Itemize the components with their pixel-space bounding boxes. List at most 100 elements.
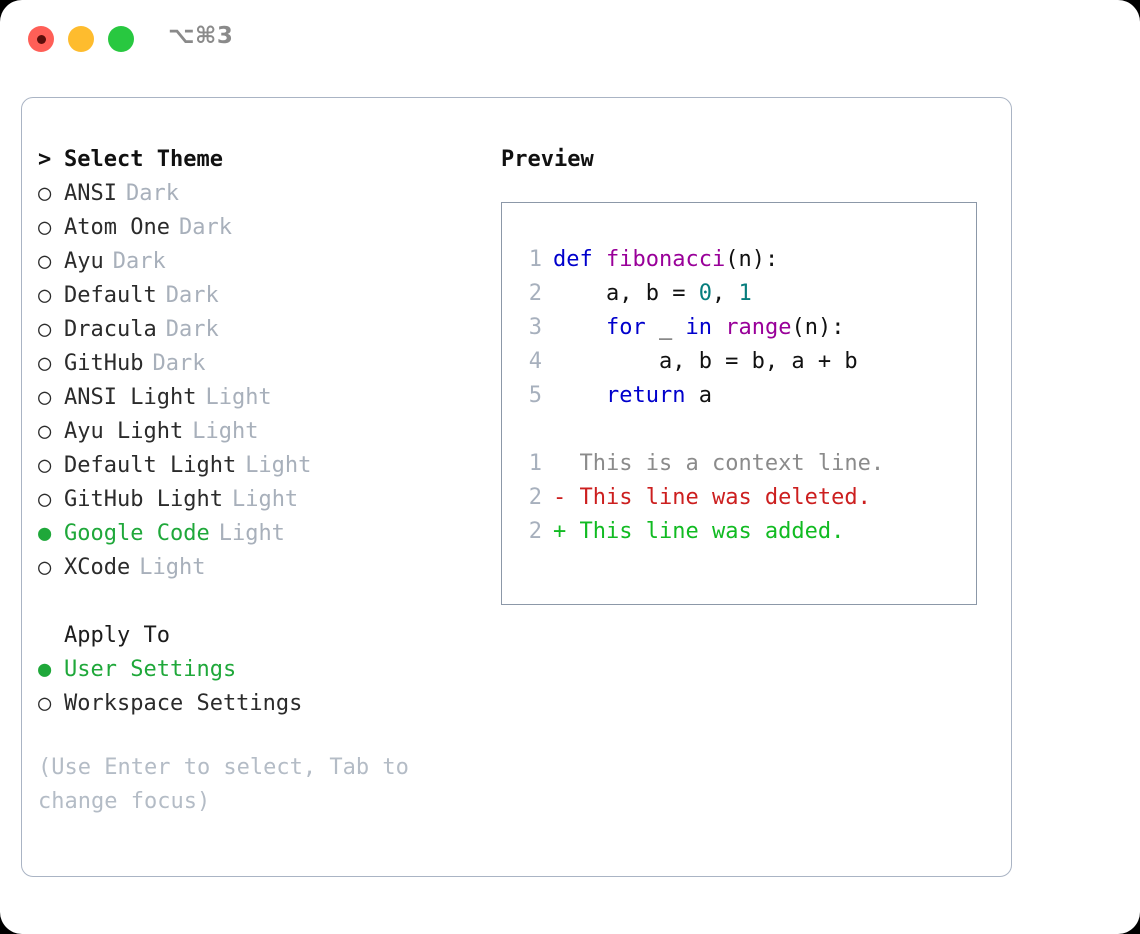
preview-gap [516, 413, 976, 447]
code-token [712, 315, 725, 340]
theme-name: Ayu Light [64, 419, 184, 444]
diff-text: This is a context line. [579, 451, 885, 476]
theme-name: Atom One [64, 215, 170, 240]
code-token: _ [645, 315, 686, 340]
radio-unselected-icon[interactable]: ○ [38, 317, 52, 342]
code-token: in [685, 315, 712, 340]
theme-option-xcode-light[interactable]: ○ XCode Light [38, 551, 478, 585]
code-line: 2 a, b = 0, 1 [516, 277, 976, 311]
theme-list-header: > Select Theme [38, 143, 478, 177]
theme-name: ANSI Light [64, 385, 197, 410]
keyboard-hint-text: (Use Enter to select, Tab to change focu… [38, 755, 409, 814]
diff-sign: + [553, 519, 567, 544]
diff-sign: - [553, 485, 567, 510]
apply-to-group: ● User Settings ○Workspace Settings [38, 653, 478, 721]
code-token: for [605, 315, 646, 340]
minimize-icon[interactable] [68, 26, 94, 52]
diff-text: This line was added. [579, 519, 845, 544]
list-spacer [38, 585, 478, 619]
code-token: def [553, 247, 606, 272]
radio-unselected-icon[interactable]: ○ [38, 181, 52, 206]
traffic-light-controls [28, 26, 134, 52]
theme-option-ayu-light[interactable]: ○ Ayu Light Light [38, 415, 478, 449]
code-line: 1 def fibonacci(n): [516, 243, 976, 277]
theme-category-tag: Light [205, 385, 272, 410]
radio-unselected-icon[interactable]: ○ [38, 555, 52, 580]
apply-to-option-user-settings[interactable]: ● User Settings [38, 653, 478, 687]
code-token: 0 [698, 281, 712, 306]
line-number: 2 [528, 519, 542, 544]
code-line: 3 for _ in range(n): [516, 311, 976, 345]
theme-name: Default Light [64, 453, 237, 478]
line-number: 3 [528, 315, 542, 340]
theme-category-tag: Light [192, 419, 259, 444]
radio-selected-icon[interactable]: ● [38, 657, 52, 682]
theme-name: Default [64, 283, 157, 308]
theme-category-tag: Dark [112, 249, 166, 274]
radio-unselected-icon[interactable]: ○ [38, 691, 52, 716]
theme-category-tag: Light [245, 453, 312, 478]
theme-category-tag: Light [139, 555, 206, 580]
diff-text: This line was deleted. [579, 485, 871, 510]
theme-category-tag: Light [231, 487, 299, 512]
code-token: , [711, 281, 739, 306]
theme-option-ansi-light[interactable]: ○ ANSI Light Light [38, 381, 478, 415]
radio-unselected-icon[interactable]: ○ [38, 351, 52, 376]
line-number: 4 [528, 349, 542, 374]
title-bar: ⌥⌘3 [0, 0, 1140, 78]
code-token [553, 315, 606, 340]
radio-selected-icon[interactable]: ● [38, 521, 52, 546]
theme-name: XCode [64, 555, 131, 580]
theme-name: GitHub Light [64, 487, 223, 512]
theme-option-default-light[interactable]: ○ Default Light Light [38, 449, 478, 483]
diff-sample: 1 This is a context line. 2- This line w… [516, 447, 976, 549]
close-icon[interactable] [28, 26, 54, 52]
radio-unselected-icon[interactable]: ○ [38, 487, 52, 512]
code-token: (n): [791, 315, 845, 340]
maximize-icon[interactable] [108, 26, 134, 52]
radio-unselected-icon[interactable]: ○ [38, 453, 52, 478]
keyboard-shortcut-label: ⌥⌘3 [168, 23, 234, 49]
apply-to-option-label: User Settings [64, 657, 237, 682]
radio-unselected-icon[interactable]: ○ [38, 283, 52, 308]
theme-category-tag: Dark [152, 351, 206, 376]
preview-title: Preview [501, 147, 594, 172]
code-line: 4 a, b = b, a + b [516, 345, 976, 379]
theme-name: Ayu [64, 249, 104, 274]
radio-unselected-icon[interactable]: ○ [38, 249, 52, 274]
line-number: 1 [528, 247, 542, 272]
theme-option-ayu-dark[interactable]: ○ Ayu Dark [38, 245, 478, 279]
code-token: a [685, 383, 712, 408]
theme-name: Google Code [64, 521, 210, 546]
theme-category-tag: Dark [178, 215, 232, 240]
code-token: return [605, 383, 686, 408]
theme-list-header-label: Select Theme [64, 147, 223, 172]
line-number: 2 [528, 281, 542, 306]
theme-name: ANSI [64, 181, 117, 206]
line-number: 1 [528, 451, 542, 476]
apply-to-header-marker: ○ [38, 619, 64, 653]
theme-category-tag: Dark [125, 181, 179, 206]
code-token: fibonacci [605, 247, 726, 272]
apply-to-option-workspace-settings[interactable]: ○Workspace Settings [38, 687, 478, 721]
radio-unselected-icon[interactable]: ○ [38, 385, 52, 410]
code-token: (n): [725, 247, 779, 272]
radio-unselected-icon[interactable]: ○ [38, 215, 52, 240]
apply-to-header-label: Apply To [64, 623, 170, 648]
prompt-caret-icon: > [38, 147, 52, 172]
code-token [553, 383, 606, 408]
theme-name: Dracula [64, 317, 157, 342]
theme-option-ansi-dark[interactable]: ○ ANSI Dark [38, 177, 478, 211]
theme-option-github-light[interactable]: ○ GitHub Light Light [38, 483, 478, 517]
code-token: range [725, 315, 792, 340]
radio-unselected-icon[interactable]: ○ [38, 419, 52, 444]
theme-option-atom-one-dark[interactable]: ○ Atom One Dark [38, 211, 478, 245]
code-line: 5 return a [516, 379, 976, 413]
